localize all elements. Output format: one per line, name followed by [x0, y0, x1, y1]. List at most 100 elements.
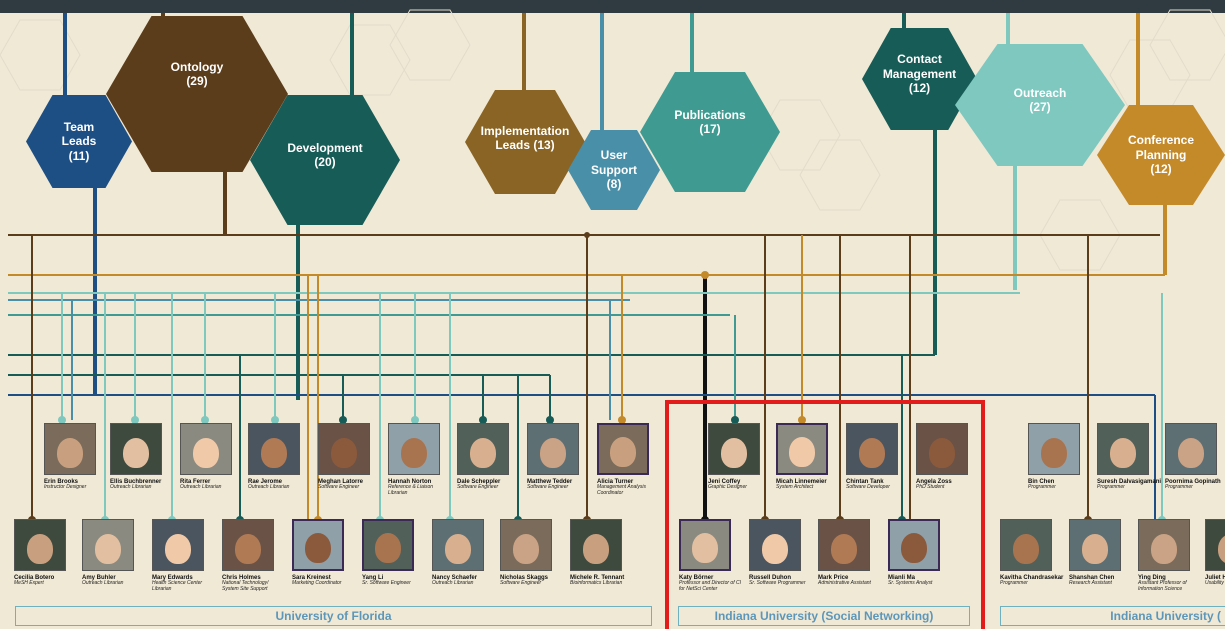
person-name: Kavitha Chandrasekar: [1000, 575, 1064, 581]
person-face: [901, 533, 927, 563]
person-name: Mianli Ma: [888, 575, 916, 581]
person-photo: [749, 519, 801, 571]
hex-contact-management[interactable]: Contact Management (12): [862, 28, 977, 130]
person-role: Professor and Director of CI for NetSci …: [679, 580, 741, 592]
person-face: [193, 438, 219, 468]
person-role: Outreach Librarian: [82, 580, 124, 587]
person-photo: [1097, 423, 1149, 475]
person-face: [1013, 534, 1039, 564]
person-role: Outreach Librarian: [180, 484, 222, 491]
person-photo: [500, 519, 552, 571]
person-role: Outreach Librarian: [110, 484, 152, 491]
person-face: [789, 437, 815, 467]
person-role: Sr. Systems Analyst: [888, 580, 933, 587]
person-photo: [388, 423, 440, 475]
person-role: Bioinformatics Librarian: [570, 580, 623, 587]
hex-conference-planning[interactable]: Conference Planning (12): [1097, 105, 1225, 205]
university-florida: University of Florida: [15, 606, 652, 626]
person-role: Software Engineer: [457, 484, 499, 491]
person-photo: [180, 423, 232, 475]
person-role: Software Engineer: [318, 484, 360, 491]
person-role: Marketing Coordinator: [292, 580, 342, 587]
person-photo: [776, 423, 828, 475]
person-face: [721, 438, 747, 468]
hex-development-label: Development (20): [287, 140, 363, 169]
person-photo: [14, 519, 66, 571]
person-name: Angela Zoss: [916, 479, 952, 485]
person-role: Outreach Librarian: [248, 484, 290, 491]
person-name: Poornima Gopinath: [1165, 479, 1221, 485]
person-face: [261, 438, 287, 468]
hex-user-support-label: User Support (8): [591, 148, 637, 192]
person-name: Amy Buhler: [82, 575, 116, 581]
person-name: Rita Ferrer: [180, 479, 211, 485]
person-name: Cecilia Botero: [14, 575, 55, 581]
person-name: Russell Duhon: [749, 575, 792, 581]
university-indiana-other: Indiana University (: [1000, 606, 1225, 626]
person-role: Sr. Software Programmer: [749, 580, 806, 587]
person-role: Programmer: [1165, 484, 1193, 491]
person-name: Alicia Turner: [597, 479, 634, 485]
person-face: [470, 438, 496, 468]
person-photo: [82, 519, 134, 571]
person-face: [859, 438, 885, 468]
person-name: Hannah Norton: [388, 479, 432, 485]
person-face: [1218, 534, 1225, 564]
person-photo: [248, 423, 300, 475]
person-role: National Technology/ System Site Support: [222, 580, 269, 592]
person-role: Graphic Designer: [708, 484, 747, 491]
person-role: Instructor Designer: [44, 484, 87, 491]
person-name: Michele R. Tennant: [570, 575, 625, 581]
top-bar: [0, 0, 1225, 13]
person-photo: [708, 423, 760, 475]
person-role: Sr. Software Engineer: [362, 580, 411, 587]
person-face: [762, 534, 788, 564]
person-photo: [1000, 519, 1052, 571]
person-role: Usability Specialist: [1205, 580, 1225, 587]
person-photo: [1028, 423, 1080, 475]
person-face: [331, 438, 357, 468]
person-face: [513, 534, 539, 564]
person-photo: [1205, 519, 1225, 571]
hex-outreach-label: Outreach (27): [1013, 85, 1067, 114]
hex-contact-management-label: Contact Management (12): [882, 52, 957, 96]
person-name: Rae Jerome: [248, 479, 283, 485]
person-role: Programmer: [1028, 484, 1056, 491]
person-face: [692, 533, 718, 563]
